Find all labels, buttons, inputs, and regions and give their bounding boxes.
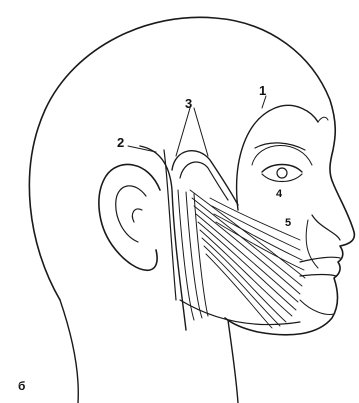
label-5: 5 <box>285 218 291 229</box>
figure-caption: б <box>18 380 25 392</box>
label-3: 3 <box>185 97 192 110</box>
nerve-3-loop <box>172 151 238 205</box>
neck-front <box>228 320 238 403</box>
nerve-2 <box>140 146 186 330</box>
eye-pupil <box>277 168 287 178</box>
head-outline <box>29 17 354 335</box>
ear-outer <box>99 164 160 270</box>
nerve-1-branch <box>318 117 328 122</box>
leader-3-b <box>194 108 208 156</box>
leader-3-a <box>176 108 190 156</box>
label-2: 2 <box>117 136 124 149</box>
eyebrow <box>255 143 305 150</box>
nose-wing <box>312 215 340 240</box>
ear-canal <box>132 209 142 222</box>
lower-lip <box>300 275 336 277</box>
nerve-3-loop-inner <box>180 162 228 200</box>
neck-back <box>60 300 78 403</box>
upper-lip <box>300 257 340 262</box>
neck-vessel-3 <box>194 194 208 316</box>
nasolabial-fold <box>306 220 318 268</box>
chin-line <box>300 300 334 314</box>
label-1: 1 <box>259 84 266 97</box>
ear-inner <box>116 186 146 242</box>
muscle-fan <box>190 190 305 328</box>
label-4: 4 <box>276 189 282 200</box>
